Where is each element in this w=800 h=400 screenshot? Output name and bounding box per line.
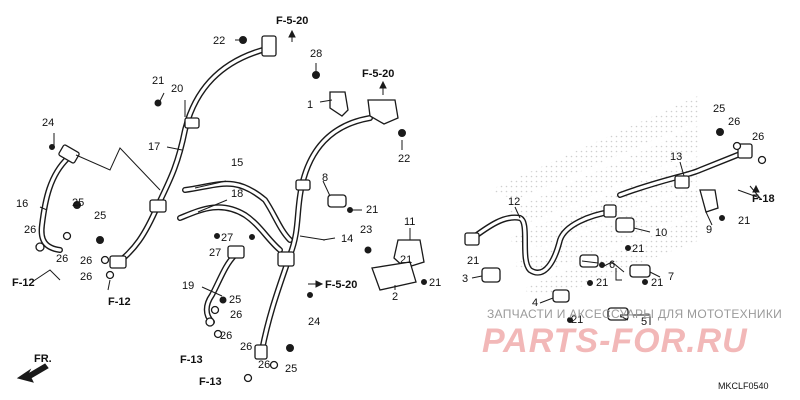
callout-16: 16 [16,198,28,210]
callout-26-i: 26 [728,116,740,128]
watermark-text: ЗАПЧАСТИ И АКСЕССУАРЫ ДЛЯ МОТОТЕХНИКИ [487,307,782,321]
clamp-8 [327,194,347,208]
callout-labels: 1 2 3 4 5 6 7 8 9 10 11 12 13 14 15 16 1… [16,35,764,375]
callout-28: 28 [310,48,322,60]
callout-24-b: 24 [308,316,320,328]
callout-2: 2 [392,291,398,303]
callout-7: 7 [668,271,674,283]
ref-f18: F-18 [752,193,775,205]
joint-f520-right [367,99,399,125]
clamp-7 [629,264,651,278]
callout-23: 23 [360,224,372,236]
bolts [49,36,725,352]
clamp-9 [699,189,719,213]
callout-25-b: 25 [94,210,106,222]
callout-5: 5 [641,316,647,328]
reference-labels: F-5-20 F-5-20 F-5-20 F-12 F-12 F-13 F-13… [12,15,775,388]
leader-lines [31,39,762,325]
callout-26-f: 26 [220,330,232,342]
hose-17 [109,35,277,269]
callout-21-c: 21 [400,254,412,266]
ref-f520-mid: F-5-20 [362,68,394,80]
ref-f520-top: F-5-20 [276,15,308,27]
ref-f13-lower: F-13 [199,376,222,388]
callout-11: 11 [404,216,415,228]
callout-18: 18 [231,188,243,200]
background-wing-logo [490,95,700,297]
bracket-11 [393,239,425,269]
callout-13: 13 [670,151,682,163]
hose-19 [203,245,245,325]
clamp-3 [481,267,501,283]
callout-26-h: 26 [258,359,270,371]
callout-25-e: 25 [713,103,725,115]
callout-15: 15 [231,157,243,169]
callout-19: 19 [182,280,194,292]
hose-14 [254,115,373,360]
callout-17: 17 [148,141,160,153]
callout-21-i: 21 [738,215,750,227]
callout-21-b: 21 [366,204,378,216]
ref-f12-left: F-12 [12,277,35,289]
callout-26-j: 26 [752,131,764,143]
bracket-2 [371,261,417,291]
callout-9: 9 [706,224,712,236]
hose-15 [182,180,293,243]
callout-1: 1 [307,99,313,111]
callout-21-j: 21 [467,255,479,267]
callout-21-g: 21 [632,243,644,255]
callout-27-a: 27 [221,232,233,244]
callout-26-a: 26 [24,224,36,236]
ref-f13-upper: F-13 [180,354,203,366]
callout-3: 3 [462,273,468,285]
callout-27-b: 27 [209,247,221,259]
ref-f12-center: F-12 [108,296,131,308]
callout-26-d: 26 [80,271,92,283]
callout-26-g: 26 [240,341,252,353]
ref-arrows [288,29,760,288]
callout-20: 20 [171,83,183,95]
hose-12 [464,204,617,276]
callout-14: 14 [341,233,353,245]
hose-18 [177,204,283,253]
hose-16 [38,144,80,253]
front-label: FR. [34,353,52,365]
clamp-6 [579,254,599,268]
callout-21-d: 21 [429,277,441,289]
callout-24-a: 24 [42,117,54,129]
callout-6: 6 [609,259,615,271]
callout-21-e: 21 [596,277,608,289]
callout-26-b: 26 [56,253,68,265]
callout-25-c: 25 [229,294,241,306]
callout-8: 8 [322,172,328,184]
clamp-10 [615,217,635,233]
callout-26-e: 26 [230,309,242,321]
callout-25-d: 25 [285,363,297,375]
callout-22-a: 22 [213,35,225,47]
callout-12: 12 [508,196,520,208]
callout-26-c: 26 [80,255,92,267]
callout-21-f: 21 [651,277,663,289]
diagram-code: MKCLF0540 [718,381,769,391]
callout-25-a: 25 [72,197,84,209]
callout-21-a: 21 [152,75,164,87]
bracket-1 [329,91,349,117]
callout-22-b: 22 [398,153,410,165]
watermark: ЗАПЧАСТИ И АКСЕССУАРЫ ДЛЯ МОТОТЕХНИКИ PA… [482,307,782,360]
front-direction-arrow: FR. [16,353,52,383]
hose-13 [617,143,753,198]
watermark-logo: PARTS-FOR.RU [482,322,748,360]
callout-10: 10 [655,227,667,239]
callout-4: 4 [532,297,538,309]
washers [35,141,767,383]
clamp-4 [552,289,570,303]
ref-f520-bottom: F-5-20 [325,279,357,291]
callout-21-h: 21 [571,314,583,326]
